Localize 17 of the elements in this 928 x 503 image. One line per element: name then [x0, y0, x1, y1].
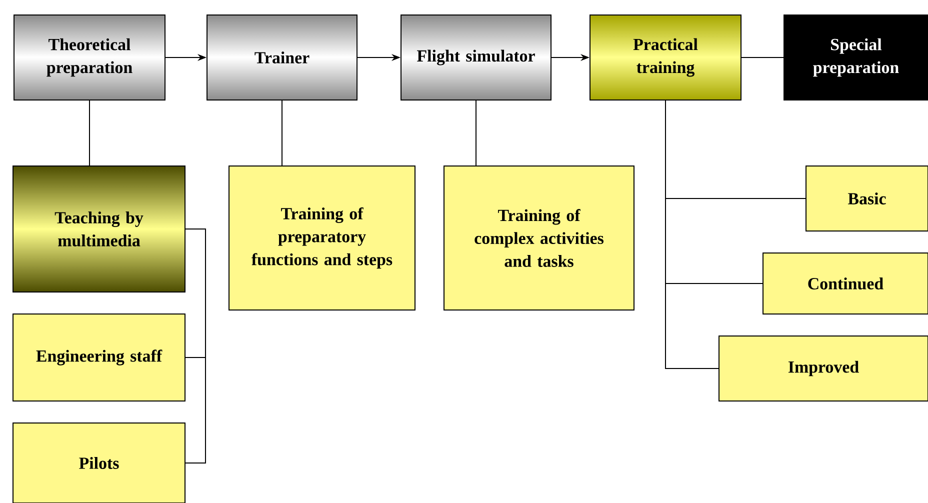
process-box: Engineering staff	[12, 314, 186, 402]
process-box: Training of preparatory functions and steps	[228, 166, 416, 310]
process-box: Training of complex activities and tasks	[444, 166, 634, 310]
connector	[665, 100, 719, 369]
process-box: Trainer	[206, 14, 358, 100]
process-box: Theoretical preparation	[14, 14, 166, 100]
process-box: Teaching by multimedia	[12, 166, 186, 292]
process-box: Flight simulator	[400, 14, 552, 100]
connector	[89, 100, 90, 166]
process-box: Continued	[762, 252, 928, 314]
connector	[185, 228, 206, 464]
process-box: Basic	[806, 166, 928, 232]
process-box: Practical training	[590, 14, 742, 100]
process-box: Pilots	[12, 422, 186, 503]
process-box: Special preparation	[784, 14, 928, 100]
connector	[741, 57, 784, 58]
process-box: Improved	[718, 336, 928, 402]
